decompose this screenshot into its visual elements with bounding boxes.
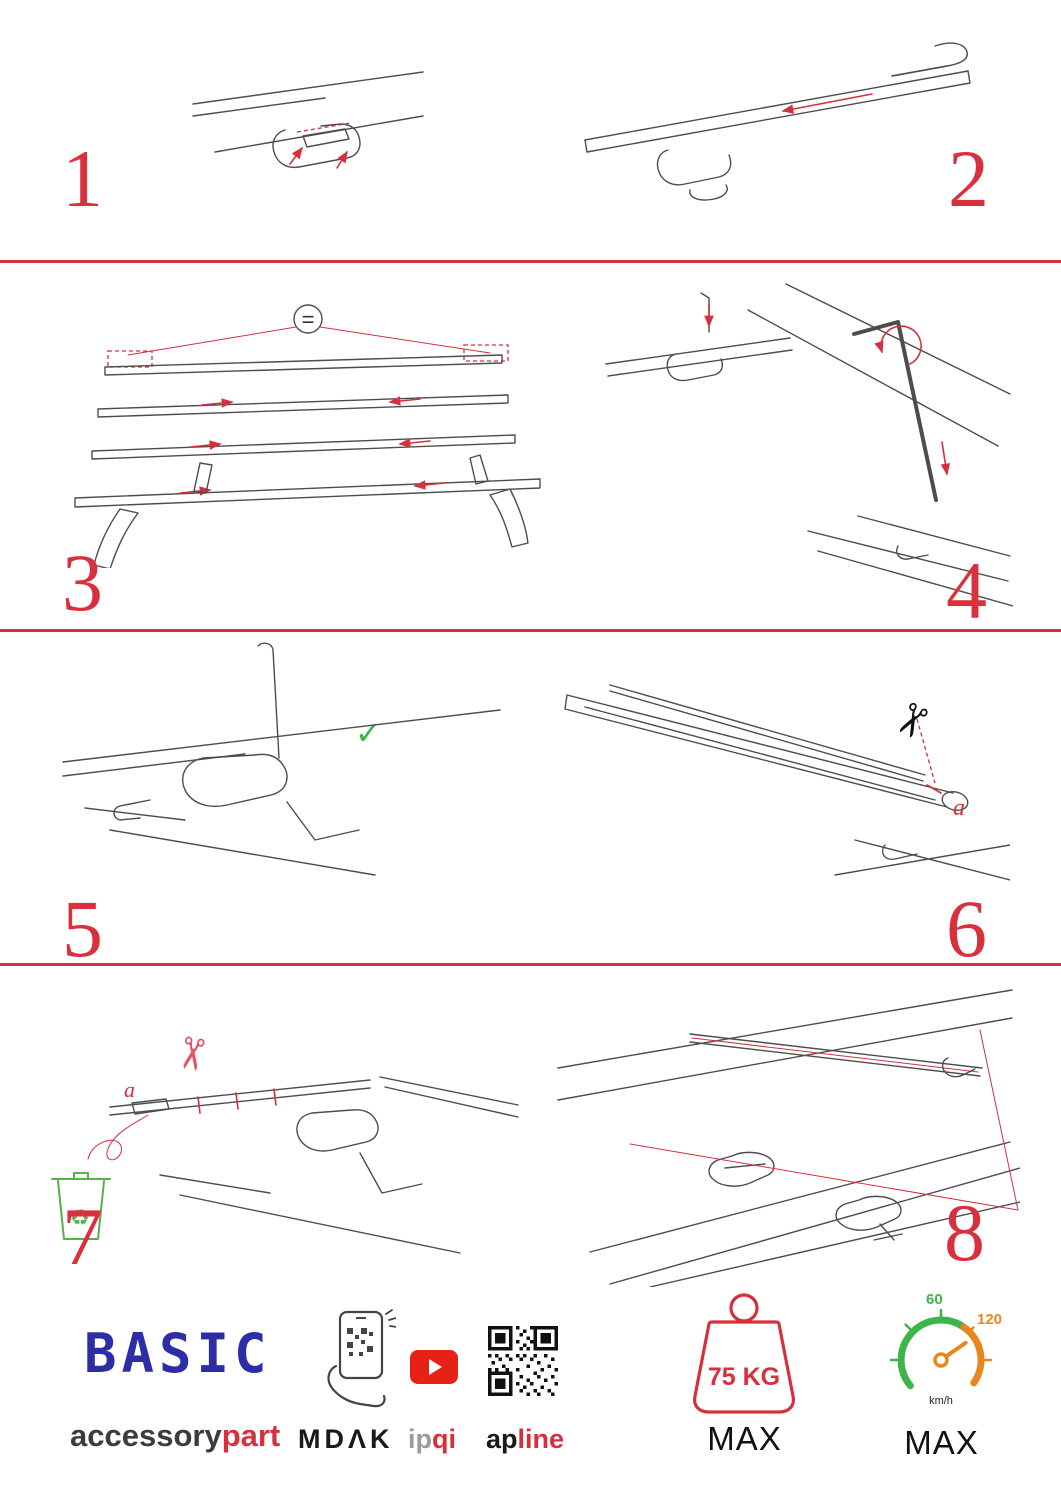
hook-pin [257,642,280,759]
step2-illustration [584,42,971,201]
slide-arrow [781,93,873,114]
brand-part-red: part [221,1418,281,1453]
check-icon: ✓ [355,714,382,752]
brand-part-black: accessory [70,1418,222,1453]
series-name: BASIC [84,1322,272,1385]
logo-apline-black: ap [486,1424,518,1454]
cut-piece-label: a [124,1077,135,1102]
equal-sign: = [302,307,315,332]
logo-apline-red: line [517,1424,565,1454]
step-8-number: 8 [944,1187,985,1278]
youtube-icon [410,1350,458,1384]
cut-point-label: a [953,795,965,821]
speedometer-icon: 60 120 km/h [889,1291,1002,1407]
step-3-number: 3 [62,537,103,628]
step8-illustration [557,989,1020,1287]
step-4-number: 4 [946,545,987,636]
step-2-number: 2 [948,133,989,224]
speed-green-value: 60 [926,1291,943,1308]
scissors-icon: ✂ [880,692,942,749]
step6-illustration: ✂ a [564,684,1010,881]
max-load-icon: 75 KG [693,1293,795,1414]
section-divider-1 [0,260,1061,263]
qr-code [488,1326,558,1396]
max-speed-label: MAX [904,1424,979,1461]
step-7-number: 7 [62,1191,103,1282]
strip [109,1079,371,1116]
logo-apline: apline [486,1424,564,1455]
speed-unit: km/h [929,1395,953,1407]
recycle-glyph: ♻ [70,1206,90,1231]
phone-qr-scan-icon [327,1309,396,1408]
logo-ipqi-gray: ip [408,1424,432,1454]
logo-mdak: MDΛK [298,1424,394,1454]
buckle-2 [835,1195,903,1241]
insert-pad [302,128,350,148]
logo-ipqi: ipqi [408,1424,456,1455]
brand-wordmark: accessorypart [70,1418,280,1454]
step5-illustration: ✓ [62,642,501,876]
max-load-label: MAX [707,1420,782,1457]
scissors-icon: ✂ [163,1031,220,1076]
allen-key [852,320,938,502]
step1-illustration [192,71,424,169]
step4-illustration [605,283,1013,607]
step-5-number: 5 [62,883,103,974]
logo-ipqi-red: qi [432,1424,456,1454]
buckle-1 [708,1151,775,1187]
equal-spacing-circle [293,304,323,334]
trash-recycle-icon: ♻ [51,1172,111,1240]
max-load-value: 75 KG [708,1363,780,1391]
speed-orange-value: 120 [977,1311,1002,1328]
section-divider-3 [0,963,1061,966]
step-1-number: 1 [62,133,103,224]
section-divider-2 [0,629,1061,632]
step3-illustration: = [74,304,541,568]
rotate-arrow [874,325,922,365]
step-6-number: 6 [946,883,987,974]
step7-illustration: ✂ a ♻ [51,1031,519,1254]
rubber-strip [609,684,926,782]
strap-clip [941,1057,976,1078]
